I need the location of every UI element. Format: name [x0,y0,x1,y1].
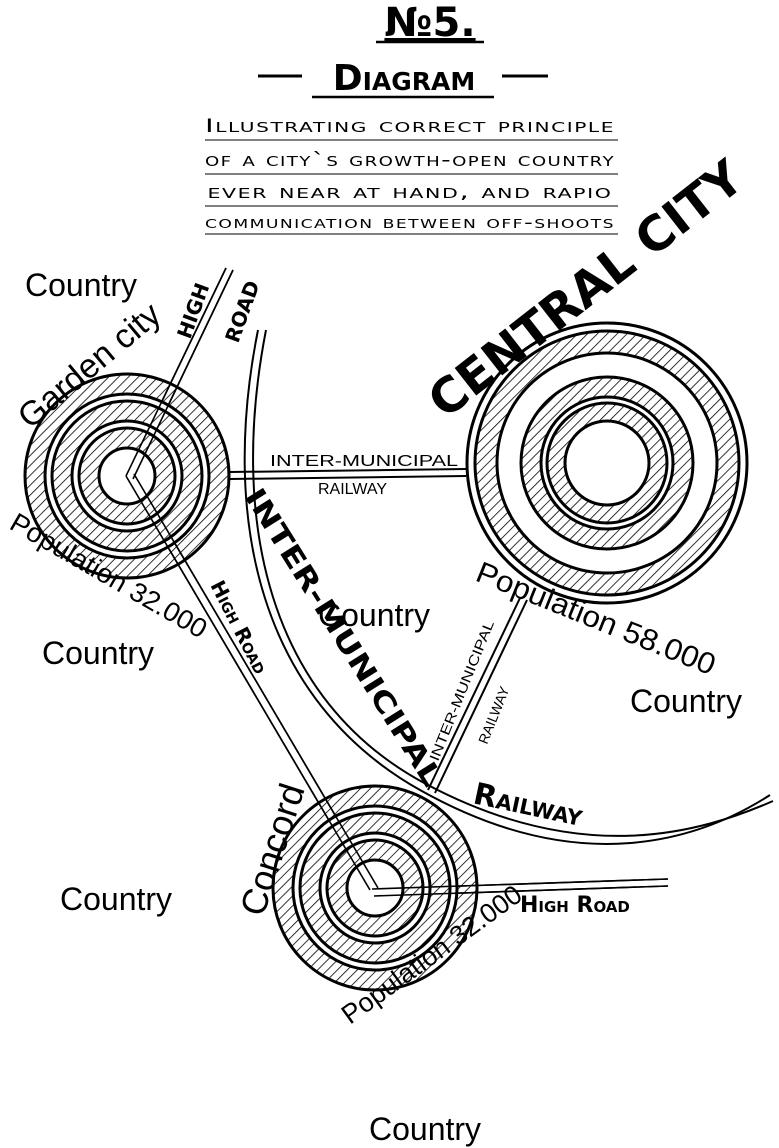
railway-garden-central-label-2: RAILWAY [318,481,387,498]
main-railway-label-inter: INTER-MUNICIPAL [238,482,449,792]
country-label-top-left: Country [25,267,137,303]
caption: Illustrating correct principle of a city… [205,115,618,235]
country-label-center: Country [318,597,430,633]
railway-central-concord-label-2: RAILWAY [475,683,513,746]
caption-line-3: ever near at hand, and rapio [208,181,613,203]
high-road-bottom-label: High Road [520,893,630,918]
garden-city-rings [23,372,231,580]
road-overlays [125,267,669,897]
diagram-title: Diagram [333,58,476,99]
central-city-rings [465,321,749,605]
diagram-number: №5. [384,0,475,46]
railway-garden-central [229,468,467,480]
caption-line-2: of a city`s growth-open country [205,149,615,171]
caption-line-1: Illustrating correct principle [205,115,615,137]
railway-central-concord [427,597,528,794]
main-railway-curve [243,329,774,845]
caption-line-4: communication between off-shoots [205,213,615,233]
country-label-right: Country [630,683,742,719]
country-label-bottom-left: Country [60,881,172,917]
concord-rings [271,784,479,992]
high-road-top-label-1: HIGH [172,280,214,342]
railway-garden-central-label-1: INTER-MUNICIPAL [270,453,458,470]
country-label-left: Country [42,635,154,671]
country-label-bottom: Country [369,1111,481,1147]
